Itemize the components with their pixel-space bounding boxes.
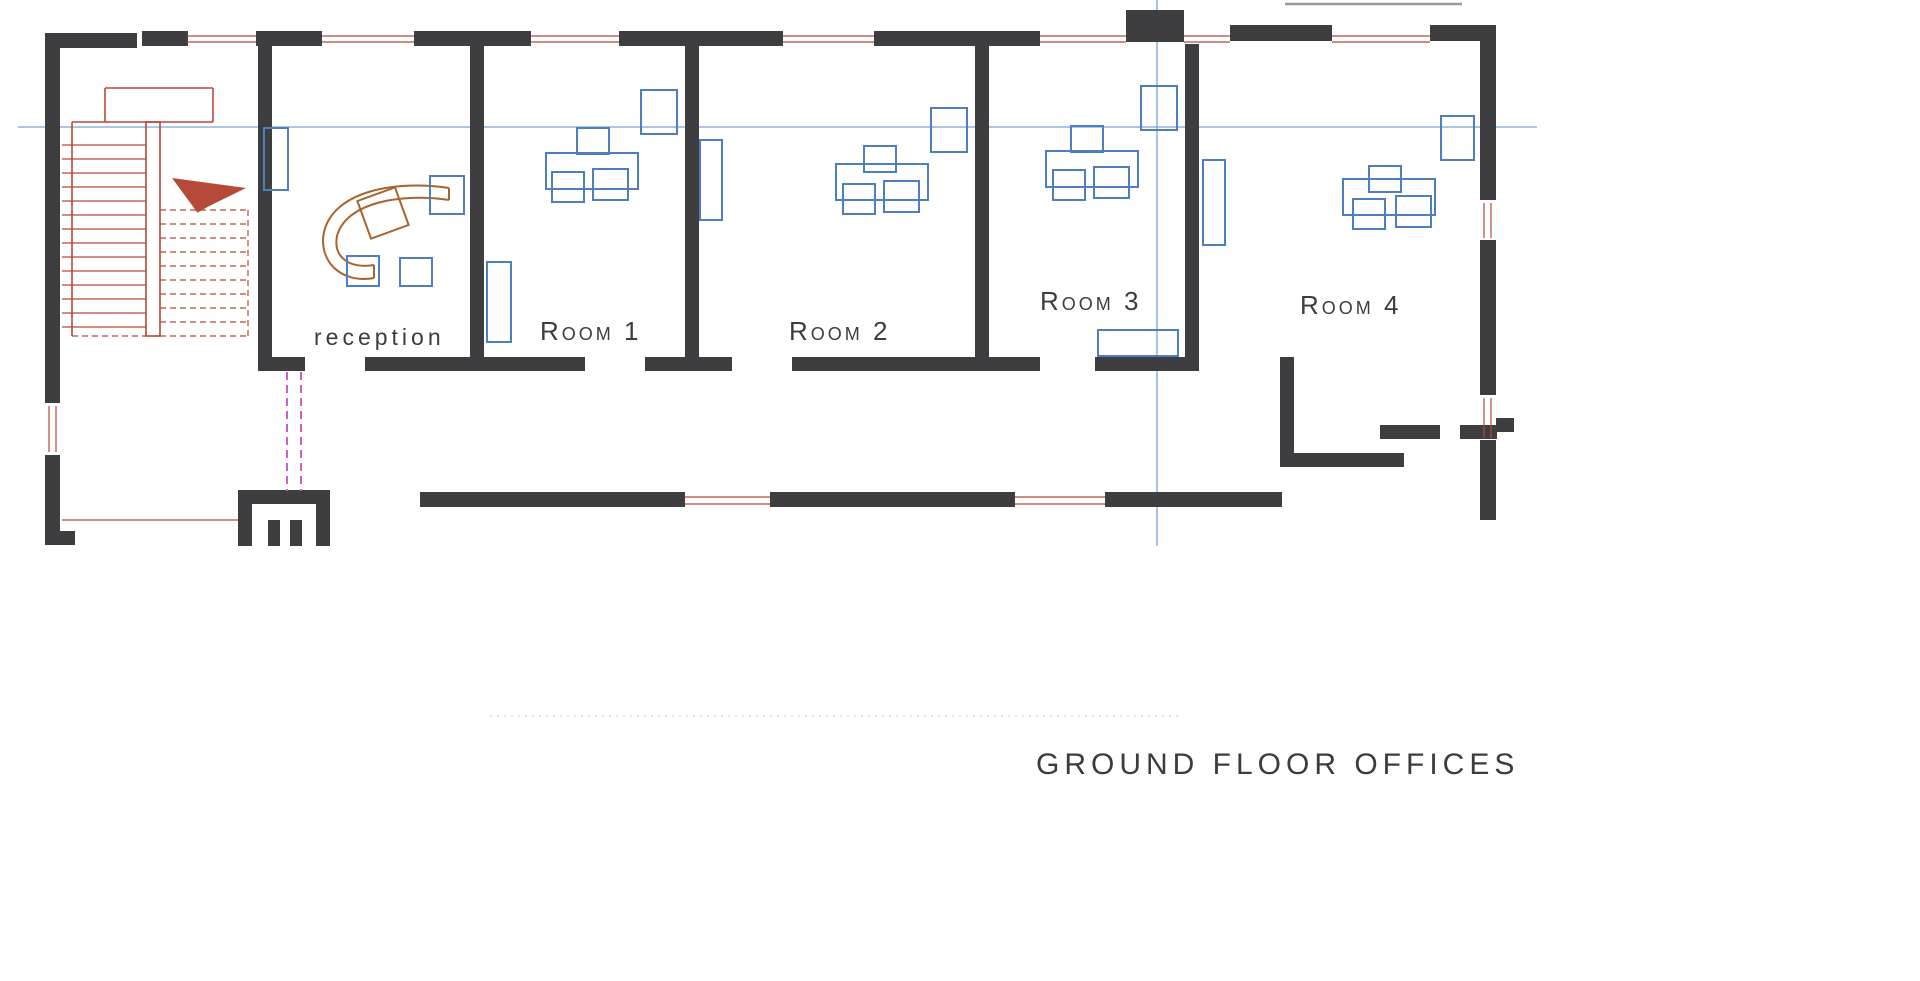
- storage-box: [551, 171, 585, 203]
- partition-room2-room3: [975, 44, 989, 371]
- reception-desk-inner: [335, 196, 450, 267]
- partition-room3-room4: [1185, 44, 1199, 371]
- partition-reception-room1: [470, 44, 484, 371]
- wall-segment: [1480, 240, 1496, 395]
- wall-segment: [1480, 440, 1496, 520]
- staircase: [62, 87, 249, 337]
- stair-stringer: [145, 121, 161, 337]
- cabinet: [930, 107, 968, 153]
- wall-segment: [1230, 25, 1332, 41]
- wall-segment: [258, 357, 305, 371]
- partition-room1-room2: [685, 44, 699, 371]
- room2-label: Room 2: [789, 316, 891, 346]
- wall-segment: [770, 492, 1015, 507]
- wall-segment: [142, 31, 188, 46]
- wall-segment: [792, 357, 1040, 371]
- desk: [1045, 150, 1139, 188]
- office-chair: [1070, 125, 1104, 153]
- radiator: [699, 139, 723, 221]
- wall-segment: [645, 357, 732, 371]
- cabinet: [640, 89, 678, 135]
- desk: [1342, 178, 1436, 216]
- stair-direction-arrow: [172, 178, 246, 212]
- wall-segment: [45, 455, 60, 533]
- reception-left-wall: [258, 44, 272, 360]
- low-cabinet: [1097, 329, 1179, 357]
- desk: [835, 163, 929, 201]
- entry-dashed-lines: [286, 372, 302, 491]
- visitor-chair: [346, 255, 380, 287]
- wall-segment: [45, 531, 75, 545]
- walls: [45, 10, 1514, 546]
- window-lines-top: [187, 35, 1430, 43]
- visitor-chair: [399, 257, 433, 287]
- window-lines-right: [1483, 203, 1492, 438]
- radiator: [263, 127, 289, 191]
- wall-segment: [1095, 357, 1199, 371]
- room3-furniture: [1045, 85, 1226, 357]
- cabinet: [1440, 115, 1475, 161]
- wall-segment: [1294, 453, 1404, 467]
- porch-wall: [268, 520, 280, 546]
- storage-box: [842, 183, 876, 215]
- stair-treads-dashed: [72, 209, 249, 337]
- wall-segment: [1280, 357, 1294, 467]
- reception-furniture: [263, 127, 465, 287]
- stair-arrow-tail: [196, 187, 216, 213]
- wall-segment: [1126, 10, 1184, 42]
- reception-desk-ends: [373, 188, 450, 278]
- wall-segment: [45, 33, 137, 48]
- wall-segment: [1105, 492, 1282, 507]
- wall-segment: [874, 31, 1040, 46]
- wall-segment: [256, 31, 322, 46]
- radiator: [1202, 159, 1226, 246]
- windows: [48, 35, 1492, 521]
- porch-wall: [238, 490, 330, 504]
- storage-box: [592, 168, 629, 201]
- wall-segment: [1460, 425, 1497, 439]
- storage-box: [1052, 169, 1086, 201]
- window-lines-left: [48, 406, 57, 452]
- radiator: [486, 261, 512, 343]
- room3-label: Room 3: [1040, 286, 1142, 316]
- storage-box: [1093, 166, 1130, 199]
- cabinet: [429, 175, 465, 215]
- drawing-title: GROUND FLOOR OFFICES: [1036, 748, 1520, 781]
- reception-chair: [356, 186, 410, 240]
- wall-segment: [420, 492, 685, 507]
- office-chair: [576, 127, 610, 155]
- wall-segment: [1430, 25, 1492, 41]
- wall-segment: [1380, 425, 1440, 439]
- room4-furniture: [1342, 115, 1475, 230]
- room4-label: Room 4: [1300, 290, 1402, 320]
- room2-furniture: [699, 107, 968, 221]
- wall-segment: [1496, 418, 1514, 432]
- cabinet: [1140, 85, 1178, 131]
- window-lines-bottom: [685, 496, 1105, 505]
- wall-segment: [45, 33, 60, 403]
- office-chair: [863, 145, 897, 173]
- wall-segment: [1480, 25, 1496, 200]
- storage-box: [883, 180, 920, 213]
- storage-box: [1395, 195, 1432, 228]
- reception-label: reception: [314, 324, 445, 350]
- room1-label: Room 1: [540, 316, 642, 346]
- wall-segment: [414, 31, 531, 46]
- porch-wall: [290, 520, 302, 546]
- wall-segment: [365, 357, 585, 371]
- stair-well-outline: [71, 87, 214, 336]
- reception-desk: [322, 184, 450, 280]
- wall-segment: [619, 31, 783, 46]
- storage-box: [1352, 198, 1386, 230]
- stair-treads-solid: [62, 144, 146, 328]
- room1-furniture: [486, 89, 678, 343]
- porch-wall: [316, 490, 330, 546]
